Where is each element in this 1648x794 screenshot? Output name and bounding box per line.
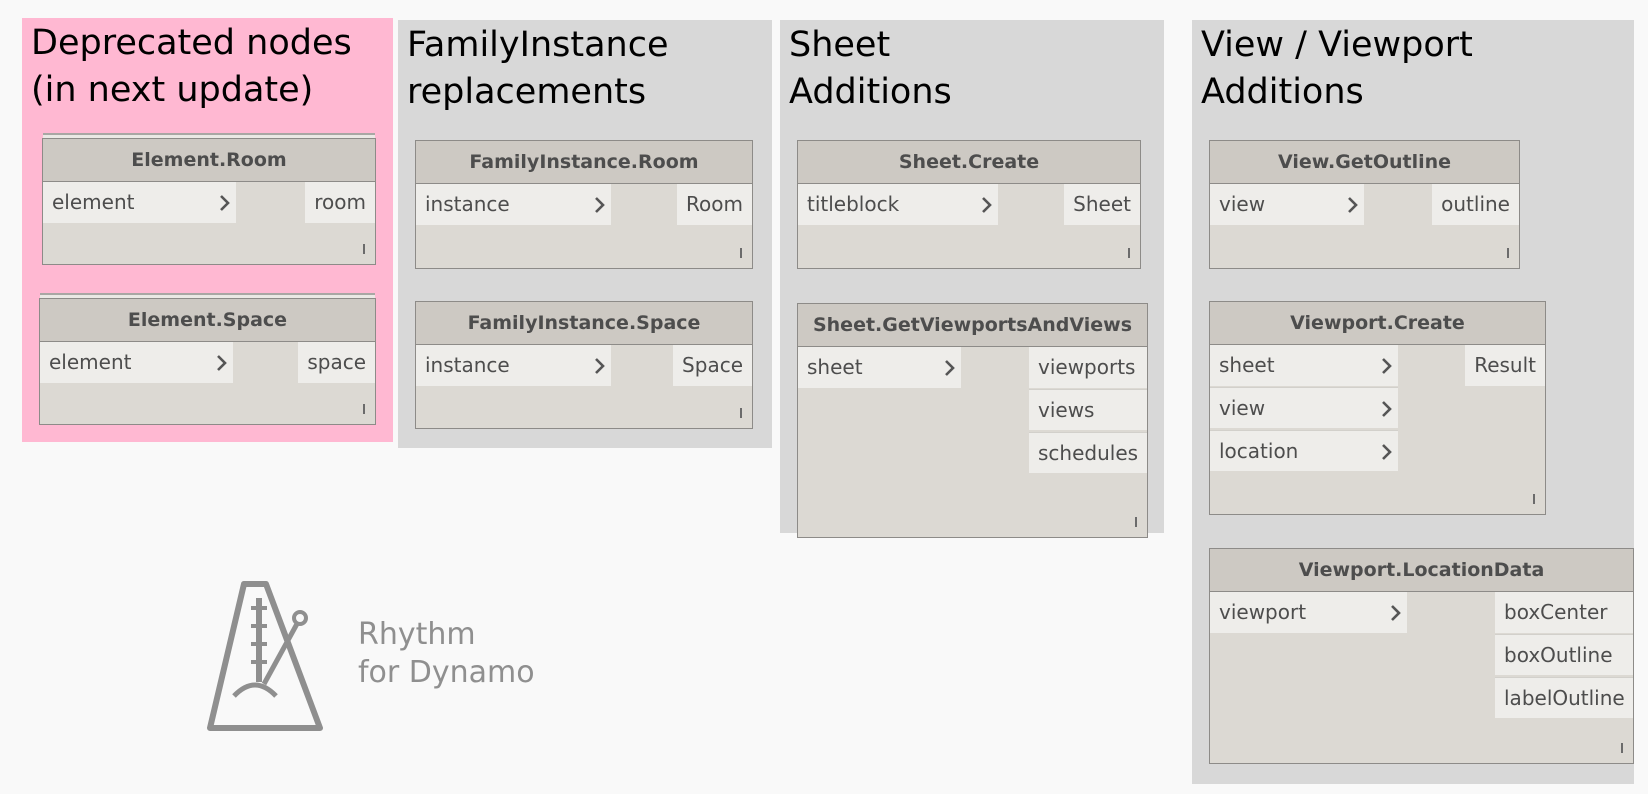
port-label: element [49, 350, 132, 374]
node-title: FamilyInstance.Room [416, 141, 752, 184]
node-title: Viewport.LocationData [1210, 549, 1633, 592]
input-port-element[interactable]: element [40, 342, 233, 383]
input-port-titleblock[interactable]: titleblock [798, 184, 998, 225]
node-viewport-create[interactable]: Viewport.Create sheet view location Resu… [1209, 301, 1546, 515]
input-port-sheet[interactable]: sheet [798, 347, 961, 388]
lacing-indicator[interactable] [1621, 743, 1623, 753]
lacing-indicator[interactable] [363, 404, 365, 414]
group-familyinstance-replacements[interactable]: FamilyInstance replacements FamilyInstan… [398, 20, 772, 448]
output-port-schedules[interactable]: schedules [1029, 432, 1147, 473]
port-label: view [1219, 396, 1266, 420]
chevron-right-icon [1382, 401, 1392, 417]
port-label: location [1219, 439, 1299, 463]
lacing-indicator[interactable] [363, 244, 365, 254]
port-label: space [307, 350, 366, 374]
chevron-right-icon [1391, 605, 1401, 621]
input-port-view[interactable]: view [1210, 387, 1398, 428]
output-port-space[interactable]: space [298, 342, 375, 383]
port-label: room [314, 190, 366, 214]
node-element-space[interactable]: Element.Space element space [39, 298, 376, 425]
node-sheet-getviewportsandviews[interactable]: Sheet.GetViewportsAndViews sheet viewpor… [797, 303, 1148, 538]
brand-line-1: Rhythm [358, 617, 476, 652]
lacing-indicator[interactable] [740, 408, 742, 418]
lacing-indicator[interactable] [1533, 494, 1535, 504]
port-label: titleblock [807, 192, 900, 216]
node-title: Sheet.GetViewportsAndViews [798, 304, 1147, 347]
output-port-boxcenter[interactable]: boxCenter [1495, 592, 1633, 633]
lacing-indicator[interactable] [1128, 248, 1130, 258]
input-port-sheet[interactable]: sheet [1210, 345, 1398, 386]
chevron-right-icon [217, 355, 227, 371]
input-port-location[interactable]: location [1210, 430, 1398, 471]
output-port-space[interactable]: Space [673, 345, 752, 386]
output-port-boxoutline[interactable]: boxOutline [1495, 634, 1633, 675]
port-label: viewport [1219, 600, 1307, 624]
input-port-instance[interactable]: instance [416, 184, 611, 225]
group-title: Deprecated nodes (in next update) [31, 23, 352, 110]
brand-line-2: for Dynamo [358, 655, 535, 690]
input-port-viewport[interactable]: viewport [1210, 592, 1407, 633]
node-view-getoutline[interactable]: View.GetOutline view outline [1209, 140, 1520, 269]
node-title: View.GetOutline [1210, 141, 1519, 184]
port-label: Sheet [1073, 192, 1131, 216]
port-label: labelOutline [1504, 686, 1625, 710]
group-title: Sheet Additions [789, 25, 952, 112]
group-sheet-additions[interactable]: Sheet Additions Sheet.Create titleblock … [780, 20, 1164, 538]
node-title: Sheet.Create [798, 141, 1140, 184]
port-label: view [1219, 192, 1266, 216]
port-label: views [1038, 398, 1095, 422]
port-label: Result [1474, 353, 1536, 377]
port-label: Room [686, 192, 743, 216]
chevron-right-icon [595, 197, 605, 213]
chevron-right-icon [595, 358, 605, 374]
node-element-room[interactable]: Element.Room element room [42, 138, 376, 265]
lacing-indicator[interactable] [1135, 517, 1137, 527]
input-port-instance[interactable]: instance [416, 345, 611, 386]
output-port-room[interactable]: room [305, 182, 375, 223]
group-view-viewport-additions[interactable]: View / Viewport Additions View.GetOutlin… [1192, 20, 1634, 784]
output-port-labeloutline[interactable]: labelOutline [1495, 677, 1633, 718]
brand-text: Rhythm for Dynamo [358, 616, 535, 692]
output-port-result[interactable]: Result [1465, 345, 1545, 386]
group-title: View / Viewport Additions [1201, 25, 1473, 112]
metronome-icon [207, 581, 323, 731]
node-familyinstance-room[interactable]: FamilyInstance.Room instance Room [415, 140, 753, 269]
group-deprecated-nodes[interactable]: Deprecated nodes (in next update) Elemen… [22, 18, 393, 442]
input-port-element[interactable]: element [43, 182, 236, 223]
chevron-right-icon [1348, 197, 1358, 213]
lacing-indicator[interactable] [740, 248, 742, 258]
port-label: sheet [1219, 353, 1275, 377]
node-title: Viewport.Create [1210, 302, 1545, 345]
port-label: element [52, 190, 135, 214]
node-sheet-create[interactable]: Sheet.Create titleblock Sheet [797, 140, 1141, 269]
output-port-views[interactable]: views [1029, 389, 1147, 430]
port-label: sheet [807, 355, 863, 379]
chevron-right-icon [945, 360, 955, 376]
output-port-room[interactable]: Room [677, 184, 752, 225]
port-label: boxOutline [1504, 643, 1613, 667]
chevron-right-icon [220, 195, 230, 211]
port-label: schedules [1038, 441, 1139, 465]
port-label: instance [425, 353, 510, 377]
port-label: viewports [1038, 355, 1136, 379]
group-title: FamilyInstance replacements [407, 25, 669, 112]
node-title: Element.Room [43, 139, 375, 182]
output-port-viewports[interactable]: viewports [1029, 347, 1147, 388]
port-label: Space [682, 353, 743, 377]
input-port-view[interactable]: view [1210, 184, 1364, 225]
node-title: FamilyInstance.Space [416, 302, 752, 345]
port-label: instance [425, 192, 510, 216]
output-port-outline[interactable]: outline [1432, 184, 1519, 225]
node-familyinstance-space[interactable]: FamilyInstance.Space instance Space [415, 301, 753, 429]
node-title: Element.Space [40, 299, 375, 342]
node-viewport-locationdata[interactable]: Viewport.LocationData viewport boxCenter… [1209, 548, 1634, 764]
chevron-right-icon [982, 197, 992, 213]
chevron-right-icon [1382, 358, 1392, 374]
output-port-sheet[interactable]: Sheet [1064, 184, 1140, 225]
lacing-indicator[interactable] [1507, 248, 1509, 258]
port-label: boxCenter [1504, 600, 1608, 624]
chevron-right-icon [1382, 444, 1392, 460]
port-label: outline [1441, 192, 1510, 216]
